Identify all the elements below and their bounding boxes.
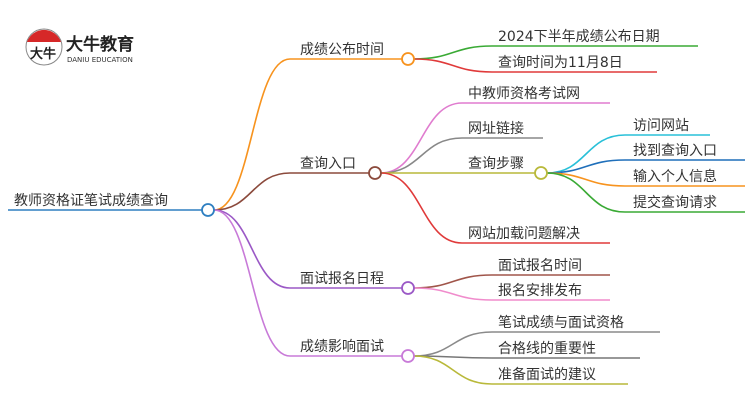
- branch-connector: [213, 209, 291, 357]
- subtopic[interactable]: 笔试成绩与面试资格: [498, 315, 624, 331]
- branch-node[interactable]: [401, 52, 415, 66]
- branch-connector: [213, 172, 291, 211]
- logo: 大牛 大牛教育 DANIU EDUCATION: [25, 28, 134, 66]
- subtopic-connector: [380, 102, 463, 174]
- subtopic[interactable]: 报名安排发布: [498, 283, 582, 299]
- logo-red-arc: [27, 29, 61, 42]
- step-connector: [546, 134, 626, 174]
- subtopic[interactable]: 网址链接: [468, 120, 524, 137]
- step-topic[interactable]: 找到查询入口: [633, 143, 717, 159]
- subtopic-node[interactable]: [534, 166, 548, 180]
- subtopic-connector: [380, 137, 463, 174]
- branch-node[interactable]: [401, 281, 415, 295]
- subtopic-connector: [413, 45, 493, 60]
- subtopic[interactable]: 2024下半年成绩公布日期: [498, 29, 660, 45]
- subtopic[interactable]: 合格线的重要性: [498, 341, 596, 357]
- root-node[interactable]: [201, 203, 215, 217]
- subtopic[interactable]: 查询步骤: [468, 156, 524, 172]
- svg-text:大牛: 大牛: [30, 46, 56, 62]
- root-topic[interactable]: 教师资格证笔试成绩查询: [14, 193, 168, 209]
- subtopic-connector: [413, 355, 493, 385]
- branch-topic[interactable]: 成绩影响面试: [300, 339, 384, 355]
- subtopic-connector: [413, 58, 493, 73]
- logo-name: 大牛教育: [66, 34, 134, 55]
- logo-tagline: DANIU EDUCATION: [67, 56, 133, 64]
- branch-connector: [213, 209, 291, 289]
- step-topic[interactable]: 输入个人信息: [633, 168, 717, 185]
- subtopic[interactable]: 网站加载问题解决: [468, 226, 580, 242]
- branch-node[interactable]: [401, 349, 415, 363]
- branch-node[interactable]: [368, 166, 382, 180]
- subtopic-connector: [413, 274, 493, 289]
- step-connector: [546, 172, 626, 213]
- subtopic[interactable]: 查询时间为11月8日: [498, 55, 623, 71]
- subtopic[interactable]: 面试报名时间: [498, 258, 582, 274]
- branch-connector: [213, 58, 291, 211]
- step-topic[interactable]: 访问网站: [633, 118, 689, 134]
- subtopic[interactable]: 准备面试的建议: [498, 366, 596, 383]
- subtopic-connector: [413, 331, 493, 357]
- subtopic-connector: [413, 287, 493, 301]
- subtopic-connector: [380, 172, 463, 244]
- branch-topic[interactable]: 成绩公布时间: [300, 42, 384, 58]
- subtopic[interactable]: 中教师资格考试网: [468, 86, 580, 102]
- branch-topic[interactable]: 查询入口: [300, 156, 356, 172]
- branch-topic[interactable]: 面试报名日程: [300, 271, 384, 287]
- connectors: [8, 45, 745, 385]
- step-topic[interactable]: 提交查询请求: [633, 194, 717, 211]
